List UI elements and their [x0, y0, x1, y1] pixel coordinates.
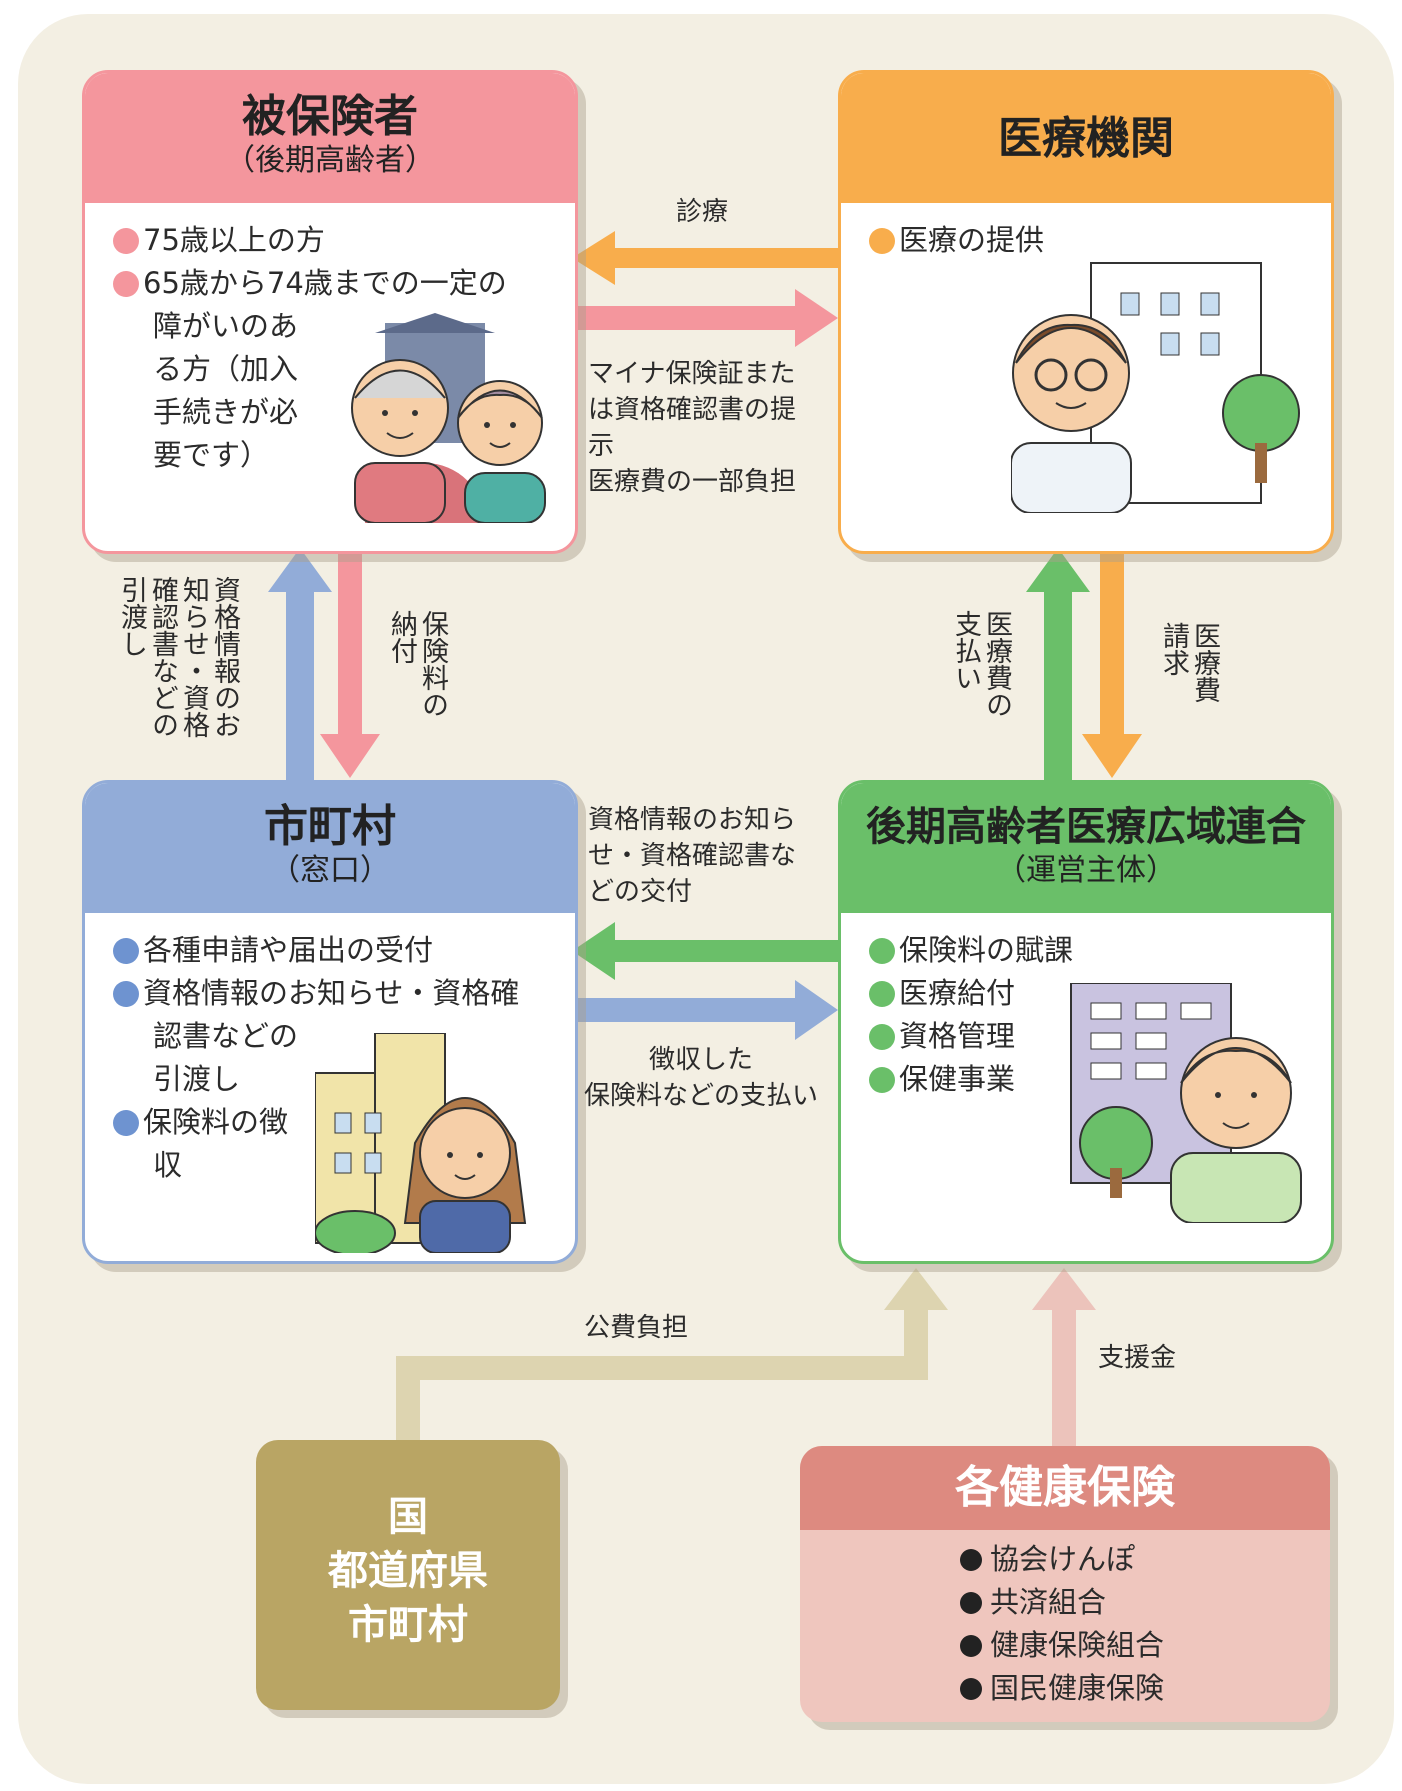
label-iryohi-shiharai: 医療費の支払い	[950, 610, 1012, 718]
list-item: 健康保険組合	[960, 1624, 1330, 1667]
doctor-hospital-illustration	[1011, 262, 1300, 513]
arrow-shikaku-up	[268, 548, 332, 780]
list-item: 医療の提供	[869, 219, 1311, 262]
insurance-list: 協会けんぽ 共済組合 健康保険組合 国民健康保険	[800, 1530, 1330, 1710]
list-item: 65歳から74歳までの一定の	[113, 262, 555, 305]
insurance-title: 各健康保険	[955, 1462, 1175, 1513]
insured-body: 75歳以上の方 65歳から74歳までの一定の 障がいのあ る方（加入 手続きが必…	[85, 203, 575, 523]
arrow-choshu-right	[572, 980, 838, 1040]
list-item: 保健事業	[869, 1058, 1311, 1101]
label-hokenryo-nofu: 保険料の納付	[386, 610, 448, 718]
city-box: 市町村 （窓口） 各種申請や届出の受付 資格情報のお知らせ・資格確 認書などの …	[82, 780, 578, 1264]
staff-building-illustration	[1070, 983, 1302, 1223]
state-lines: 国 都道府県 市町村	[256, 1440, 560, 1652]
medical-header: 医療機関	[841, 73, 1331, 203]
list-item-cont: る方（加入	[153, 352, 299, 386]
insured-subtitle: （後期高齢者）	[225, 143, 435, 178]
list-item: 各種申請や届出の受付	[113, 929, 555, 972]
list-item-cont: 障がいのあ	[153, 309, 299, 343]
union-box: 後期高齢者医療広域連合 （運営主体） 保険料の賦課 医療給付 資格管理 保健事業	[838, 780, 1334, 1264]
label-shinryo: 診療	[676, 197, 729, 227]
arrow-iryohi-up	[1026, 548, 1090, 780]
state-line: 都道府県	[328, 1548, 488, 1594]
arrow-mynumber	[572, 289, 838, 347]
list-item: 国民健康保険	[960, 1667, 1330, 1710]
label-shikaku-mid: 資格情報のお知ら せ・資格確認書な どの交付	[588, 805, 797, 907]
label-shienkin: 支援金	[1098, 1343, 1177, 1373]
list-item-cont: 要です）	[153, 438, 270, 472]
union-body: 保険料の賦課 医療給付 資格管理 保健事業	[841, 913, 1331, 1223]
list-item: 協会けんぽ	[960, 1538, 1330, 1581]
medical-body: 医療の提供	[841, 203, 1331, 513]
state-line: 国	[388, 1494, 428, 1540]
union-title: 後期高齢者医療広域連合	[866, 804, 1306, 850]
list-item: 資格情報のお知らせ・資格確	[113, 972, 555, 1015]
insured-title: 被保険者	[242, 91, 418, 142]
clerk-office-illustration	[315, 1033, 527, 1253]
arrow-koufu-left	[572, 922, 838, 980]
list-item: 資格管理	[869, 1015, 1311, 1058]
label-kohi: 公費負担	[584, 1313, 689, 1343]
medical-box: 医療機関 医療の提供	[838, 70, 1334, 554]
list-item: 保険料の徴	[113, 1101, 555, 1144]
list-item-cont: 認書などの	[153, 1019, 299, 1053]
city-body: 各種申請や届出の受付 資格情報のお知らせ・資格確 認書などの 引渡し 保険料の徴…	[85, 913, 575, 1253]
label-iryohi-seikyu: 医療費請求	[1158, 622, 1220, 703]
list-item: 共済組合	[960, 1581, 1330, 1624]
city-header: 市町村 （窓口）	[85, 783, 575, 913]
insured-header: 被保険者 （後期高齢者）	[85, 73, 575, 203]
arrow-shinryo	[572, 231, 838, 285]
label-choshu: 徴収した 保険料などの支払い	[584, 1045, 819, 1111]
state-box: 国 都道府県 市町村	[256, 1440, 560, 1710]
union-subtitle: （運営主体）	[996, 853, 1176, 888]
state-line: 市町村	[348, 1602, 468, 1648]
arrow-shienkin	[1032, 1268, 1096, 1446]
medical-title: 医療機関	[998, 113, 1174, 164]
union-header: 後期高齢者医療広域連合 （運営主体）	[841, 783, 1331, 913]
list-item-cont: 引渡し	[153, 1062, 241, 1096]
insurance-header: 各健康保険	[800, 1446, 1330, 1530]
list-item: 75歳以上の方	[113, 219, 555, 262]
arrow-hokenryo-down	[320, 548, 380, 778]
list-item-cont: 収	[153, 1148, 183, 1182]
insurance-box: 各健康保険 協会けんぽ 共済組合 健康保険組合 国民健康保険	[800, 1446, 1330, 1722]
label-shikaku-left: 資格情報のお知らせ・資格確認書などの引渡し	[116, 576, 240, 738]
list-item: 保険料の賦課	[869, 929, 1311, 972]
elderly-couple-illustration	[351, 313, 546, 523]
arrow-kohi	[396, 1268, 948, 1440]
label-mynumber: マイナ保険証また は資格確認書の提 示 医療費の一部負担	[588, 359, 797, 497]
city-title: 市町村	[264, 801, 396, 852]
list-item: 医療給付	[869, 972, 1311, 1015]
city-subtitle: （窓口）	[270, 853, 390, 888]
arrow-seikyu-down	[1082, 548, 1142, 778]
list-item-cont: 手続きが必	[153, 395, 299, 429]
insured-box: 被保険者 （後期高齢者） 75歳以上の方 65歳から74歳までの一定の 障がいの…	[82, 70, 578, 554]
